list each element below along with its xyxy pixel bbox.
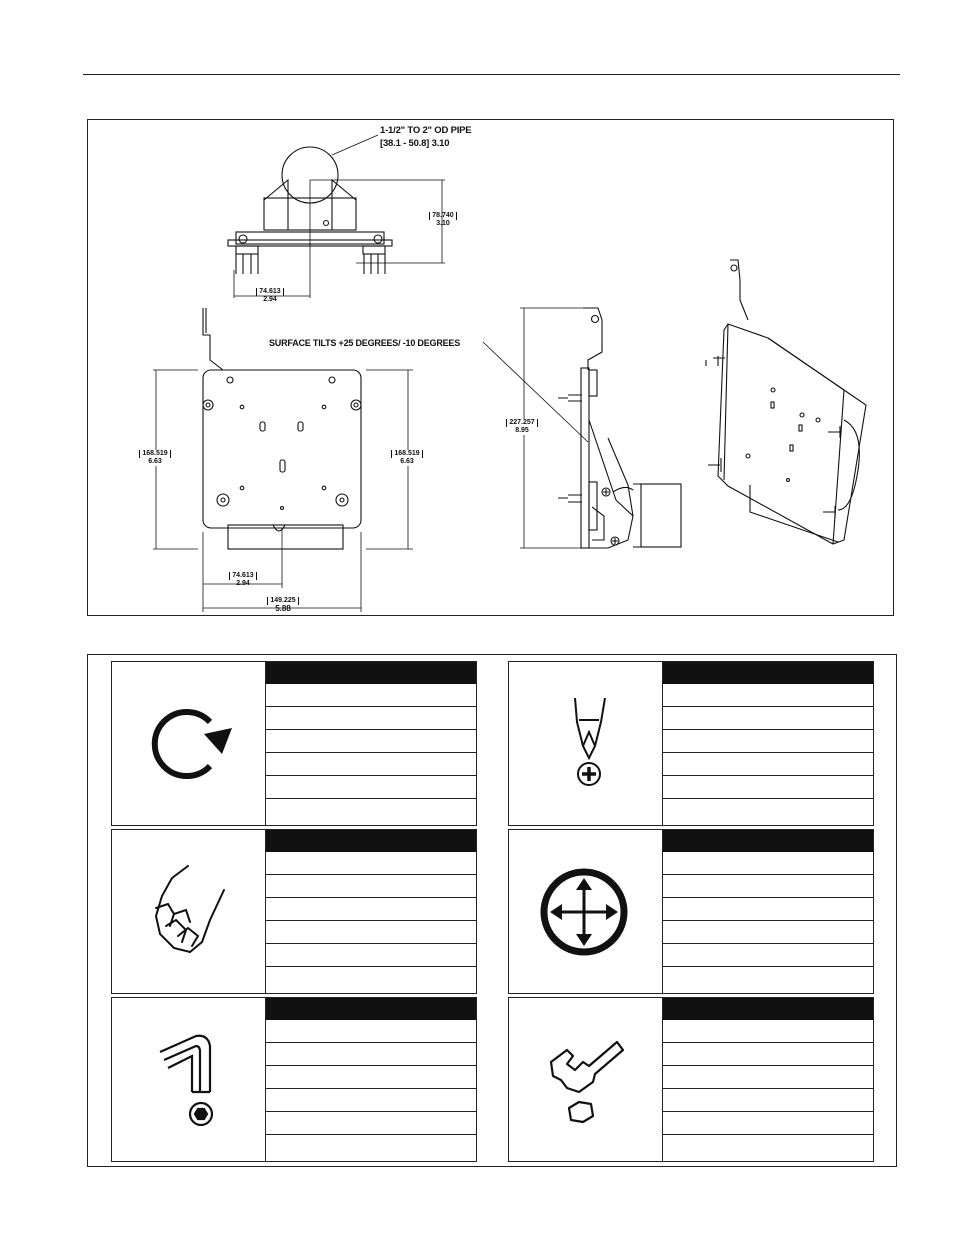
front-right-in: 6.63 — [400, 458, 414, 465]
side-height-dim: 227.257 8.95 — [500, 419, 544, 435]
legend-table-row — [266, 875, 476, 898]
legend-table — [266, 998, 476, 1161]
legend-table-row — [663, 967, 873, 990]
legend-icon-cell — [112, 830, 266, 993]
top-width-mm: 74.613 — [256, 288, 284, 296]
pipe-callout-line-2: [38.1 - 50.8] 3.10 — [380, 138, 450, 149]
legend-table-row — [266, 898, 476, 921]
top-view — [227, 134, 445, 298]
legend-table — [663, 662, 873, 825]
legend-icon-cell — [112, 662, 266, 825]
front-right-mm: 168.519 — [391, 450, 423, 458]
legend-card-rotate — [111, 661, 477, 826]
legend-table-row — [663, 776, 873, 799]
side-view — [482, 307, 682, 549]
front-offset-in: 2.94 — [236, 580, 250, 587]
legend-table-row — [663, 1043, 873, 1066]
front-width-mm: 149.225 — [267, 597, 299, 605]
front-width-in: 5.88 — [275, 604, 291, 613]
legend-card-hex-key — [111, 997, 477, 1162]
legend-table-row — [663, 1135, 873, 1158]
legend-table-row — [663, 875, 873, 898]
hex-key-icon — [159, 1034, 214, 1127]
legend-table-row — [266, 753, 476, 776]
move-arrows-icon — [540, 868, 628, 956]
legend-table-row — [266, 944, 476, 967]
side-height-in: 8.95 — [515, 427, 529, 434]
legend-table-header — [266, 662, 476, 684]
front-view — [153, 308, 413, 612]
legend-table-row — [663, 1066, 873, 1089]
legend-table-header — [663, 662, 873, 684]
legend-table-row — [266, 707, 476, 730]
legend-table-row — [266, 1112, 476, 1135]
legend-table-row — [663, 684, 873, 707]
hand-tighten-icon — [154, 865, 225, 954]
front-offset-mm: 74.613 — [229, 572, 257, 580]
legend-table-header — [266, 830, 476, 852]
legend-card-wrench — [508, 997, 874, 1162]
legend-table-row — [663, 1112, 873, 1135]
legend-table — [663, 830, 873, 993]
top-width-dim: 74.613 2.94 — [244, 288, 296, 304]
header-rule — [83, 74, 900, 75]
front-left-mm: 168.519 — [139, 450, 171, 458]
top-height-dim: 78.740 3.10 — [423, 212, 463, 228]
legend-table-row — [266, 799, 476, 822]
legend-table-row — [663, 921, 873, 944]
side-height-mm: 227.257 — [506, 419, 538, 427]
legend-table-row — [663, 730, 873, 753]
isometric-view — [705, 259, 867, 545]
legend-table-row — [663, 753, 873, 776]
wrench-icon — [549, 1040, 625, 1124]
legend-table-row — [266, 921, 476, 944]
legend-table-header — [663, 998, 873, 1020]
legend-table-row — [266, 1135, 476, 1158]
legend-icon-cell — [112, 998, 266, 1161]
legend-table — [266, 662, 476, 825]
legend-table-header — [266, 998, 476, 1020]
legend-table — [663, 998, 873, 1161]
legend-table — [266, 830, 476, 993]
legend-card-screwdriver — [508, 661, 874, 826]
legend-card-hand-tighten — [111, 829, 477, 994]
top-height-in: 3.10 — [436, 220, 450, 227]
legend-icon-cell — [509, 998, 663, 1161]
front-left-dim: 168.519 6.63 — [134, 450, 176, 466]
legend-table-row — [663, 1089, 873, 1112]
dimension-drawing: 1-1/2" TO 2" OD PIPE [38.1 - 50.8] 3.10 … — [87, 119, 894, 616]
legend-table-row — [266, 1066, 476, 1089]
legend-table-row — [266, 967, 476, 990]
front-offset-dim: 74.613 2.94 — [218, 572, 268, 588]
top-width-in: 2.94 — [263, 296, 277, 303]
legend-table-row — [266, 1043, 476, 1066]
legend-table-row — [663, 852, 873, 875]
front-width-dim: 149.225 5.88 — [258, 597, 308, 614]
rotate-clockwise-icon — [151, 709, 232, 779]
phillips-screwdriver-icon — [574, 697, 606, 786]
legend-table-row — [266, 1020, 476, 1043]
legend-table-row — [663, 1020, 873, 1043]
pipe-callout: 1-1/2" TO 2" OD PIPE [38.1 - 50.8] 3.10 — [380, 124, 472, 150]
pipe-callout-line-1: 1-1/2" TO 2" OD PIPE — [380, 125, 472, 136]
drawing-linework — [153, 134, 867, 612]
legend-table-row — [663, 799, 873, 822]
front-right-dim: 168.519 6.63 — [386, 450, 428, 466]
legend-table-row — [663, 898, 873, 921]
legend-table-row — [266, 852, 476, 875]
legend-icon-cell — [509, 830, 663, 993]
legend-table-row — [663, 944, 873, 967]
legend-table-header — [663, 830, 873, 852]
legend-table-row — [663, 707, 873, 730]
legend-card-move — [508, 829, 874, 994]
tilt-callout: SURFACE TILTS +25 DEGREES/ -10 DEGREES — [269, 338, 461, 348]
legend-icon-cell — [509, 662, 663, 825]
legend-table-row — [266, 730, 476, 753]
tool-legend — [87, 654, 897, 1167]
legend-table-row — [266, 684, 476, 707]
front-left-in: 6.63 — [148, 458, 162, 465]
legend-table-row — [266, 776, 476, 799]
top-height-mm: 78.740 — [429, 212, 457, 220]
legend-table-row — [266, 1089, 476, 1112]
